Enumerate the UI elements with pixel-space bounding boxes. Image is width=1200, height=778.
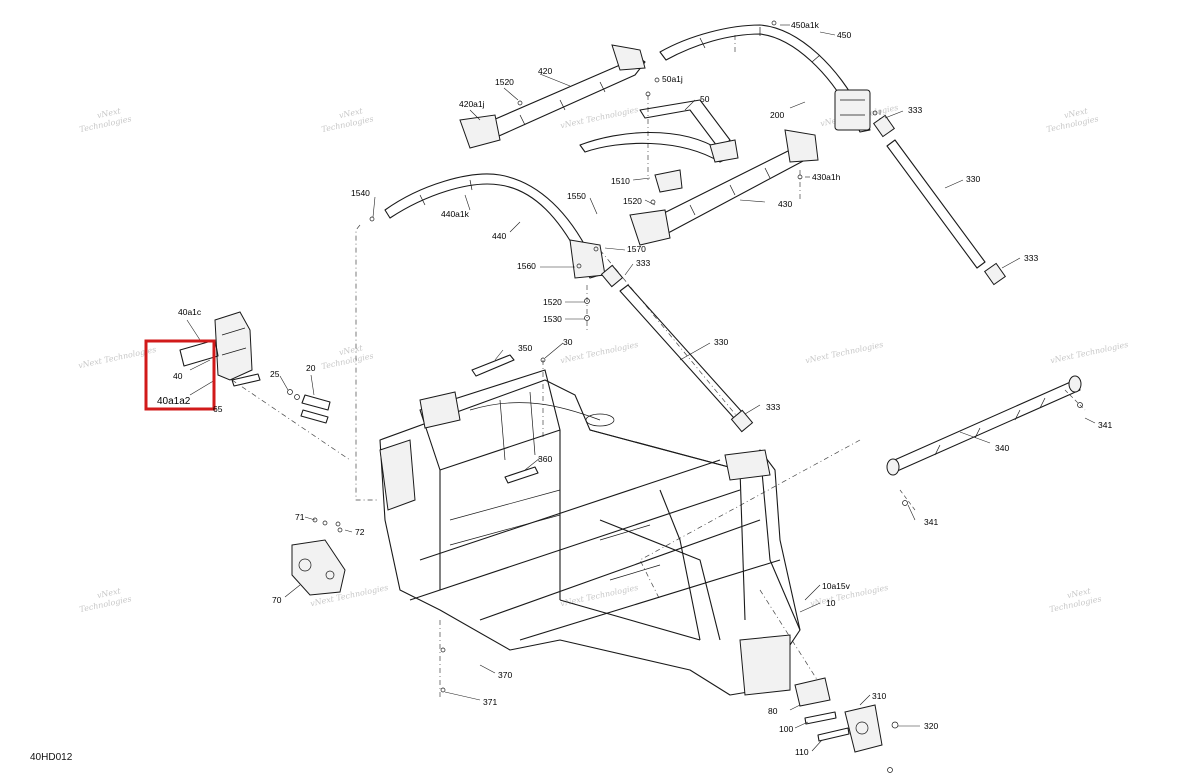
- callout-50: 50: [700, 94, 710, 104]
- highlight-box: [144, 339, 216, 411]
- callout-40a1c: 40a1c: [178, 307, 202, 317]
- callout-10a15v: 10a15v: [822, 581, 851, 591]
- handle-350: [471, 354, 515, 377]
- callout-30: 30: [563, 337, 573, 347]
- callout-71: 71: [295, 512, 305, 522]
- tube-330-lower: [600, 264, 754, 433]
- rear-bracket-310: [794, 677, 883, 753]
- watermark-text: vNext Technologies: [559, 583, 639, 608]
- callout-330: 330: [966, 174, 980, 184]
- callout-430a1h: 430a1h: [812, 172, 841, 182]
- bracket-20: [300, 394, 331, 424]
- callout-341: 341: [924, 517, 938, 527]
- callout-200: 200: [770, 110, 784, 120]
- roof-bar-440: [384, 173, 606, 279]
- callout-1550: 1550: [567, 191, 586, 201]
- callout-333: 333: [766, 402, 780, 412]
- callout-370: 370: [498, 670, 512, 680]
- callout-1530: 1530: [543, 314, 562, 324]
- callout-100: 100: [779, 724, 793, 734]
- handle-360: [504, 466, 539, 484]
- callout-50a1j: 50a1j: [662, 74, 683, 84]
- callout-430: 430: [778, 199, 792, 209]
- callout-450: 450: [837, 30, 851, 40]
- diagram-id-label: 40HD012: [30, 752, 73, 763]
- leader-lines: [186, 24, 1096, 752]
- callout-330: 330: [714, 337, 728, 347]
- callout-340: 340: [995, 443, 1009, 453]
- callout-110: 110: [795, 747, 809, 757]
- callout-1540: 1540: [351, 188, 370, 198]
- main-frame: [379, 369, 801, 696]
- tube-330-upper: [872, 114, 1007, 286]
- assembly-lines: [231, 35, 1086, 701]
- callout-labels: 450a1k 450 420 1520 50a1j 420a1j 50 200 …: [157, 20, 1112, 757]
- callout-320: 320: [924, 721, 938, 731]
- callout-420a1j: 420a1j: [459, 99, 485, 109]
- callout-450a1k: 450a1k: [791, 20, 820, 30]
- callout-341: 341: [1098, 420, 1112, 430]
- callout-25: 25: [270, 369, 280, 379]
- callout-65: 65: [213, 404, 223, 414]
- fasteners: [312, 20, 1083, 773]
- roof-bar-420: [459, 44, 646, 149]
- callout-310: 310: [872, 691, 886, 701]
- roof-bar-450: [659, 24, 871, 133]
- callout-10: 10: [826, 598, 836, 608]
- callout-1520: 1520: [623, 196, 642, 206]
- callout-1560: 1560: [517, 261, 536, 271]
- callout-333: 333: [636, 258, 650, 268]
- roof-bar-430: [629, 129, 819, 246]
- callout-1520: 1520: [495, 77, 514, 87]
- callout-1520: 1520: [543, 297, 562, 307]
- callout-40a1a2: 40a1a2: [157, 396, 191, 407]
- watermark-text: vNext Technologies: [804, 340, 884, 365]
- callout-20: 20: [306, 363, 316, 373]
- callout-333: 333: [1024, 253, 1038, 263]
- mount-bracket-70: [291, 539, 346, 596]
- callout-1510: 1510: [611, 176, 630, 186]
- fasteners-25: [287, 389, 300, 400]
- watermark-text: vNext Technologies: [1049, 340, 1129, 365]
- callout-360: 360: [538, 454, 552, 464]
- cross-brace-50: [579, 99, 739, 193]
- callout-440: 440: [492, 231, 506, 241]
- callout-440a1k: 440a1k: [441, 209, 470, 219]
- watermark-text: vNext Technologies: [559, 105, 639, 130]
- callout-420: 420: [538, 66, 552, 76]
- callout-40: 40: [173, 371, 183, 381]
- callout-333: 333: [908, 105, 922, 115]
- callout-80: 80: [768, 706, 778, 716]
- cross-bar-340: [886, 375, 1082, 476]
- front-bracket-40: [179, 311, 261, 387]
- callout-70: 70: [272, 595, 282, 605]
- callout-371: 371: [483, 697, 497, 707]
- callout-350: 350: [518, 343, 532, 353]
- callout-1570: 1570: [627, 244, 646, 254]
- callout-72: 72: [355, 527, 365, 537]
